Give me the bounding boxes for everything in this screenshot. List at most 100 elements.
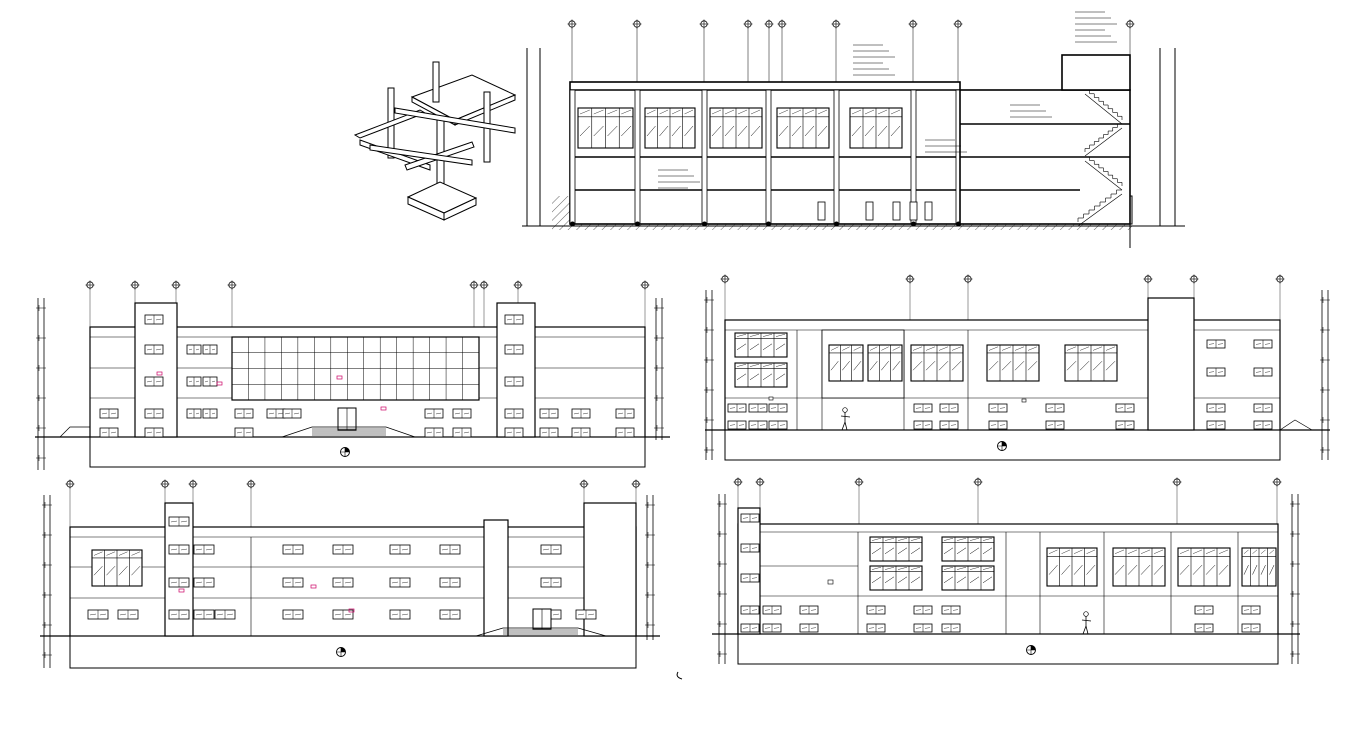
line xyxy=(1153,564,1164,575)
line xyxy=(268,412,275,415)
line xyxy=(582,412,589,415)
line xyxy=(170,548,178,551)
line xyxy=(426,412,433,415)
line xyxy=(226,613,234,616)
window xyxy=(117,609,139,620)
window-large xyxy=(867,344,903,382)
window xyxy=(193,577,215,588)
window xyxy=(144,314,164,325)
human-figure-icon xyxy=(1081,611,1092,635)
line xyxy=(195,348,200,351)
window xyxy=(740,513,760,523)
line xyxy=(1105,361,1116,371)
line xyxy=(1218,549,1229,554)
line xyxy=(195,380,200,383)
line xyxy=(778,125,789,137)
line xyxy=(118,566,128,576)
line xyxy=(915,424,922,426)
line xyxy=(284,613,292,616)
line xyxy=(573,412,580,415)
window-large xyxy=(910,344,964,382)
line xyxy=(1205,627,1212,629)
line xyxy=(1056,424,1063,426)
line xyxy=(593,109,604,115)
line xyxy=(952,627,959,629)
line xyxy=(1269,564,1275,575)
window xyxy=(740,573,760,583)
window xyxy=(575,609,597,620)
line xyxy=(646,125,656,137)
line xyxy=(391,548,399,551)
line xyxy=(1255,343,1262,345)
line xyxy=(552,581,560,584)
line xyxy=(775,343,786,351)
line xyxy=(344,613,352,616)
line xyxy=(956,538,967,541)
line xyxy=(1047,407,1054,409)
line xyxy=(990,407,997,409)
line xyxy=(737,109,748,115)
window xyxy=(439,544,461,555)
line xyxy=(925,346,936,351)
circle-grid-bubble-icon xyxy=(1125,19,1135,29)
line xyxy=(542,548,550,551)
line xyxy=(817,109,828,115)
human-figure-icon xyxy=(840,407,851,431)
line xyxy=(749,334,760,337)
line xyxy=(170,613,178,616)
line xyxy=(801,609,808,611)
window xyxy=(202,376,218,387)
window xyxy=(748,420,768,430)
window xyxy=(424,427,444,438)
line xyxy=(1066,346,1077,351)
marker-quadrant xyxy=(345,447,350,452)
door xyxy=(865,201,874,221)
column xyxy=(634,89,641,225)
line xyxy=(1084,93,1123,125)
line xyxy=(762,334,773,337)
circle-grid-bubble-icon xyxy=(479,280,489,290)
accent-tag xyxy=(156,371,163,376)
plinth-box xyxy=(69,635,637,669)
window xyxy=(504,314,524,325)
line xyxy=(759,424,766,426)
window xyxy=(1115,403,1135,413)
line xyxy=(943,576,954,584)
line xyxy=(791,125,802,137)
line xyxy=(1192,549,1203,554)
line xyxy=(155,412,162,415)
window xyxy=(939,403,959,413)
circle-grid-bubble-icon xyxy=(1275,274,1285,284)
circle-grid-bubble-icon xyxy=(973,477,983,487)
window-large xyxy=(1241,547,1277,587)
longitudinal-section xyxy=(522,11,1185,248)
window xyxy=(1253,339,1273,349)
window-large xyxy=(577,107,634,149)
vent xyxy=(768,396,774,401)
line xyxy=(842,361,850,371)
line xyxy=(779,424,786,426)
line xyxy=(988,361,999,371)
marker-quadrant xyxy=(341,647,346,652)
line xyxy=(236,412,243,415)
line xyxy=(552,613,560,616)
accent-tag xyxy=(178,588,185,593)
window-large xyxy=(776,107,830,149)
window xyxy=(389,609,411,620)
window-large xyxy=(734,332,788,358)
line xyxy=(910,547,921,555)
stair-core xyxy=(483,519,509,637)
line xyxy=(552,548,560,551)
circle-grid-bubble-icon xyxy=(777,19,787,29)
window xyxy=(168,609,190,620)
line xyxy=(204,380,209,383)
line xyxy=(1208,424,1215,426)
circle-grid-bubble-icon xyxy=(764,19,774,29)
line xyxy=(1077,193,1123,227)
window xyxy=(452,427,472,438)
window xyxy=(282,577,304,588)
line xyxy=(982,567,993,570)
window xyxy=(439,577,461,588)
line xyxy=(1048,549,1058,554)
footing xyxy=(635,221,640,227)
